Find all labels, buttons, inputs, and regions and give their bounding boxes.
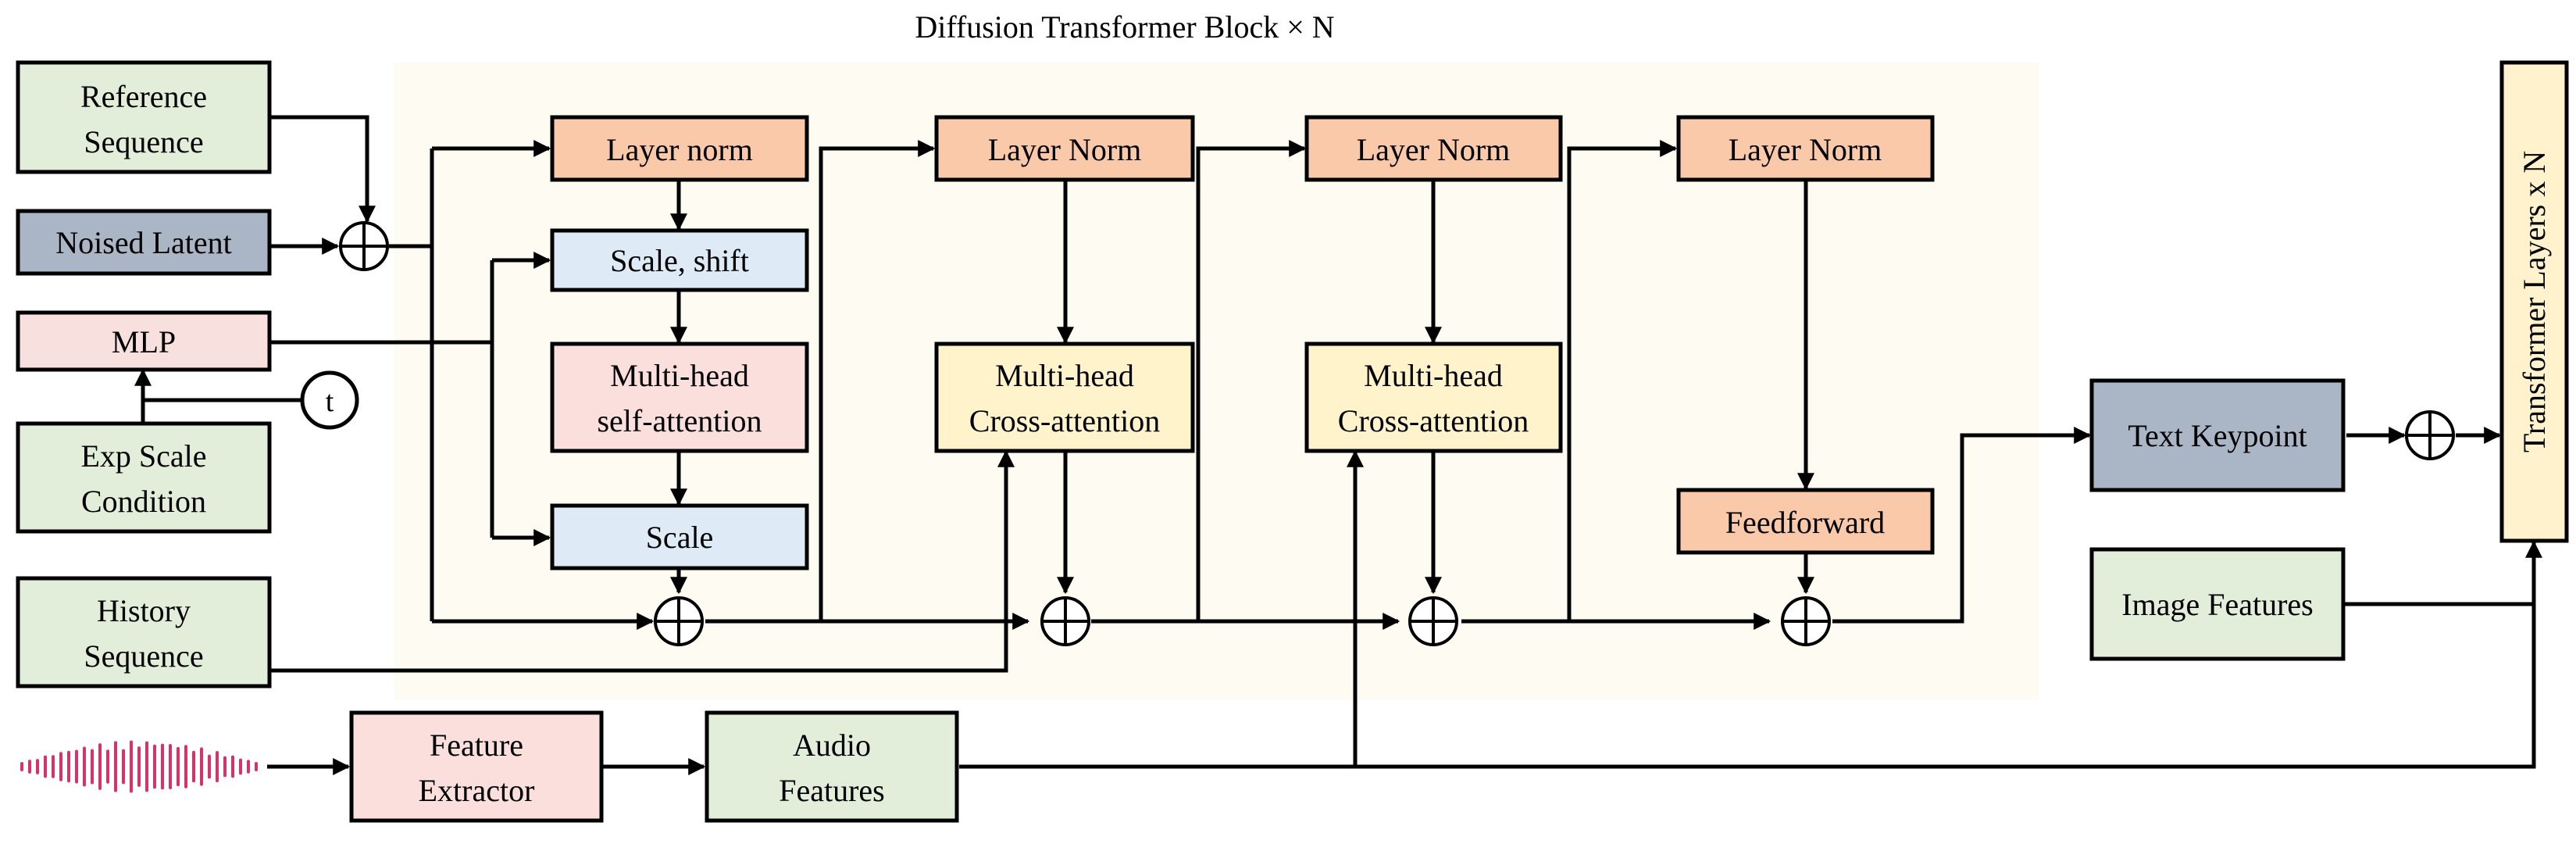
col4-layer-norm-label: Layer Norm xyxy=(1729,132,1882,167)
add-node-4 xyxy=(1781,596,1831,646)
feature-extractor-line-1: Feature xyxy=(430,728,523,763)
noised-latent-label: Noised Latent xyxy=(55,225,232,260)
feature-extractor-line-2: Extractor xyxy=(419,773,535,808)
col2-layer-norm-box: Layer Norm xyxy=(934,115,1195,182)
col2-cross-attention-line-2: Cross-attention xyxy=(969,403,1160,438)
transformer-layers-box: Transformer Layers x N xyxy=(2499,60,2569,543)
col1-scale-label: Scale xyxy=(646,520,714,555)
timestep-label: t xyxy=(326,385,334,418)
history-sequence-line-1: History xyxy=(97,593,191,628)
audio-features-box: Audio Features xyxy=(705,710,959,823)
col4-feedforward-box: Feedforward xyxy=(1676,488,1935,555)
image-features-label: Image Features xyxy=(2121,587,2313,622)
audio-features-line-1: Audio xyxy=(793,728,871,763)
self-attention-line-1: Multi-head xyxy=(610,358,749,393)
col1-scale-box: Scale xyxy=(550,503,809,570)
exp-scale-condition-box: Exp Scale Condition xyxy=(16,421,272,534)
transformer-layers-label: Transformer Layers x N xyxy=(2517,151,2552,452)
col1-layer-norm-box: Layer norm xyxy=(550,115,809,182)
col1-layer-norm-label: Layer norm xyxy=(606,132,753,167)
exp-scale-line-1: Exp Scale xyxy=(80,438,206,474)
connectors xyxy=(134,115,2543,776)
noised-latent-box: Noised Latent xyxy=(16,209,272,276)
audio-waveform-icon xyxy=(20,740,258,793)
col1-scale-shift-label: Scale, shift xyxy=(610,243,749,278)
reference-sequence-line-2: Sequence xyxy=(84,124,203,159)
add-node-1 xyxy=(654,596,704,646)
col3-cross-attention-line-2: Cross-attention xyxy=(1338,403,1529,438)
col1-self-attention-box: Multi-head self-attention xyxy=(550,342,809,453)
feature-extractor-box: Feature Extractor xyxy=(349,710,604,823)
reference-sequence-line-1: Reference xyxy=(80,79,207,114)
col2-cross-attention-line-1: Multi-head xyxy=(995,358,1134,393)
image-features-box: Image Features xyxy=(2089,547,2346,661)
text-keypoint-label: Text Keypoint xyxy=(2128,418,2307,453)
col3-cross-attention-line-1: Multi-head xyxy=(1364,358,1503,393)
history-sequence-line-2: Sequence xyxy=(84,638,203,674)
self-attention-line-2: self-attention xyxy=(597,403,762,438)
col3-cross-attention-box: Multi-head Cross-attention xyxy=(1304,342,1563,453)
col1-scale-shift-box: Scale, shift xyxy=(550,228,809,292)
mlp-box: MLP xyxy=(16,310,272,372)
block-title: Diffusion Transformer Block × N xyxy=(915,9,1334,45)
history-sequence-box: History Sequence xyxy=(16,576,272,688)
col2-cross-attention-box: Multi-head Cross-attention xyxy=(934,342,1195,453)
col3-layer-norm-box: Layer Norm xyxy=(1304,115,1563,182)
audio-features-line-2: Features xyxy=(779,773,885,808)
col3-layer-norm-label: Layer Norm xyxy=(1357,132,1511,167)
exp-scale-line-2: Condition xyxy=(81,484,206,519)
mlp-label: MLP xyxy=(112,324,176,359)
col4-feedforward-label: Feedforward xyxy=(1725,505,1885,540)
timestep-node: t xyxy=(300,370,359,430)
add-node-output xyxy=(2405,410,2455,460)
col2-layer-norm-label: Layer Norm xyxy=(988,132,1142,167)
add-node-2 xyxy=(1040,596,1090,646)
text-keypoint-box: Text Keypoint xyxy=(2089,378,2346,492)
add-node-3 xyxy=(1408,596,1458,646)
col4-layer-norm-box: Layer Norm xyxy=(1676,115,1935,182)
reference-sequence-box: Reference Sequence xyxy=(16,60,272,174)
add-node-input xyxy=(339,221,389,271)
